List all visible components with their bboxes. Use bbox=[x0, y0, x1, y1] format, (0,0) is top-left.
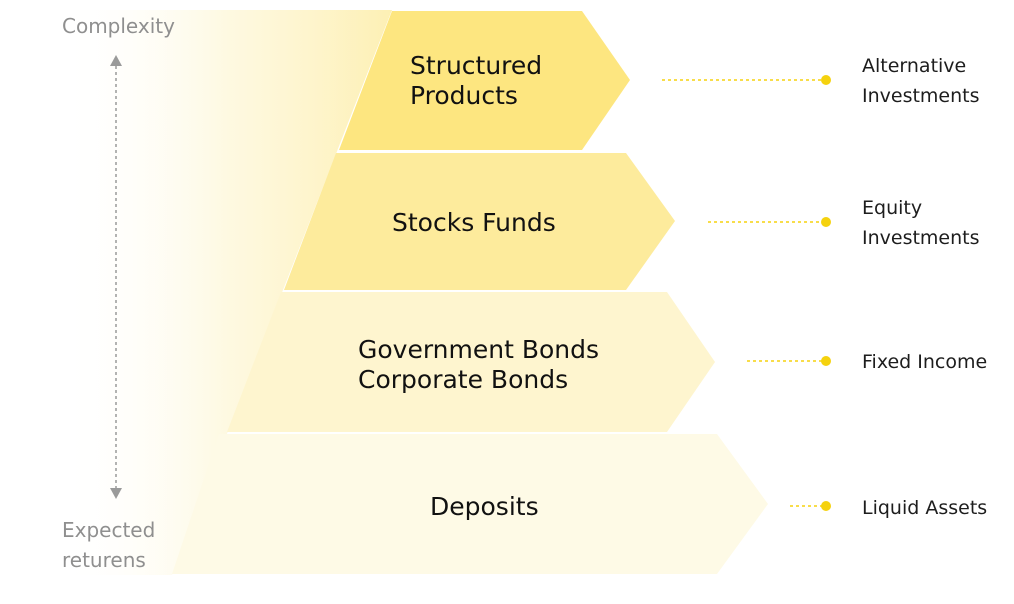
connector-liquid bbox=[790, 501, 831, 511]
connector-dot bbox=[821, 217, 831, 227]
connector-fixed-income bbox=[747, 356, 831, 366]
axis-label-complexity: Complexity bbox=[62, 14, 175, 38]
tier-shape-bonds bbox=[227, 292, 715, 432]
category-label-equity-investments: Equity Investments bbox=[862, 197, 980, 249]
tier-shape-deposits bbox=[172, 434, 768, 574]
tier-label-stocks-funds: Stocks Funds bbox=[392, 208, 556, 237]
axis-label-expected-returns: Expected returens bbox=[62, 518, 156, 572]
category-label-liquid-assets: Liquid Assets bbox=[862, 497, 988, 519]
tier-label-deposits: Deposits bbox=[430, 492, 539, 521]
category-label-alternative-investments: Alternative Investments bbox=[862, 55, 980, 107]
connector-dot bbox=[821, 356, 831, 366]
connector-equity bbox=[708, 217, 831, 227]
connector-dot bbox=[821, 501, 831, 511]
connector-dot bbox=[821, 75, 831, 85]
arrow-up-icon bbox=[110, 55, 122, 66]
axis-arrow bbox=[110, 55, 122, 499]
tier-label-bonds: Government Bonds Corporate Bonds bbox=[358, 335, 600, 394]
background-glow bbox=[60, 10, 392, 575]
category-label-fixed-income: Fixed Income bbox=[862, 351, 988, 373]
tier-shape-structured bbox=[339, 11, 630, 150]
tier-label-structured-products: Structured Products bbox=[410, 51, 543, 110]
connector-alternative bbox=[662, 75, 831, 85]
arrow-down-icon bbox=[110, 488, 122, 499]
tier-shape-stocks bbox=[284, 153, 675, 290]
